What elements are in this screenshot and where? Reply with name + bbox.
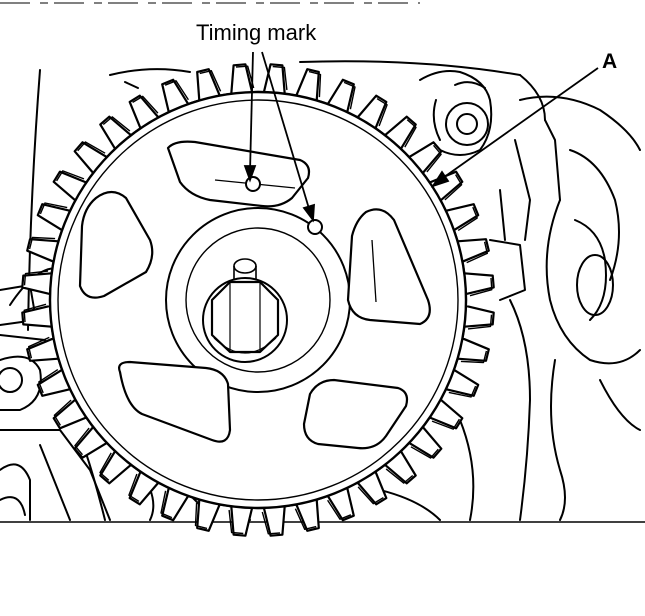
sprocket-bolt (202, 277, 288, 363)
sprocket-rim-inner (57, 99, 459, 501)
sprocket-hub-inner (185, 227, 331, 373)
sprocket-teeth-depth (23, 65, 493, 535)
timing-mark-secondary (307, 219, 323, 235)
window-lower-right (302, 378, 409, 450)
window-upper-left (78, 190, 154, 299)
sprocket-windows (78, 140, 431, 450)
window-lower-left (118, 360, 232, 443)
dowel-pin (233, 258, 257, 274)
window-right (346, 208, 431, 326)
camshaft-sprocket (21, 63, 495, 537)
timing-mark-primary (245, 176, 261, 192)
part-a-leader (430, 67, 599, 188)
timing-mark-window (166, 140, 311, 208)
engine-housing (0, 60, 641, 521)
timing-mark-leaders (243, 51, 315, 223)
part-a-label: A (602, 50, 618, 73)
timing-mark-label: Timing mark (196, 20, 317, 45)
